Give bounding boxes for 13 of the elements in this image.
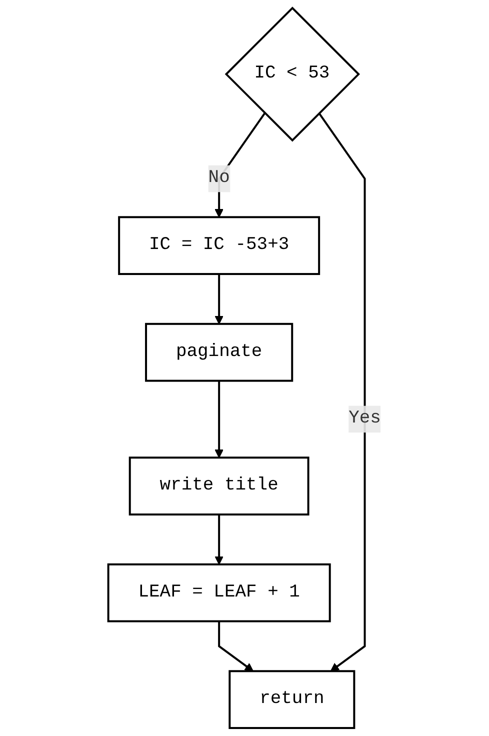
node-diamond: IC < 53 — [224, 6, 360, 142]
node-box: return — [228, 670, 356, 730]
arrow — [214, 274, 224, 324]
node-box: LEAF = LEAF + 1 — [107, 563, 331, 622]
arrow — [218, 621, 254, 672]
arrow — [214, 514, 224, 565]
arrow — [318, 112, 366, 672]
edge-label: No — [208, 168, 230, 188]
node-box: paginate — [144, 322, 293, 382]
arrow — [214, 380, 224, 458]
edge-label: Yes — [348, 408, 381, 429]
node-box: write title — [128, 456, 310, 516]
node-box: IC = IC -53+3 — [118, 216, 320, 276]
